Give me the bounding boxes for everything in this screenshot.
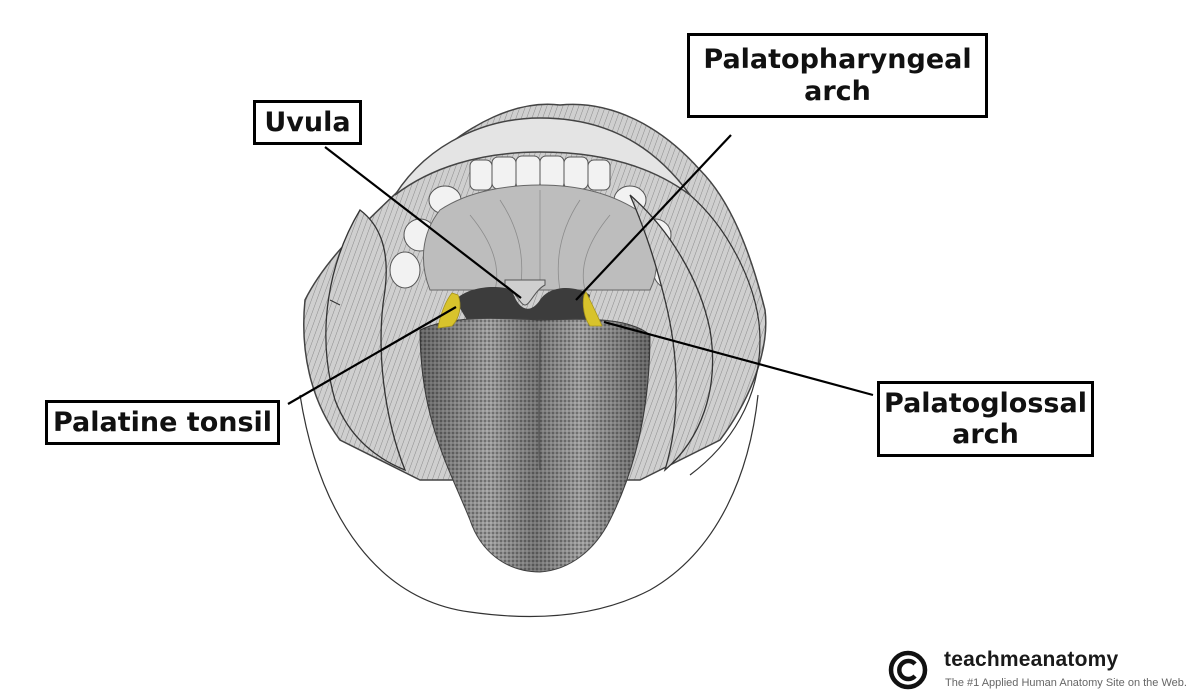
chin-outline [299, 394, 759, 618]
label-palatine-tonsil: Palatine tonsil [45, 400, 280, 445]
leader-lines [287, 134, 874, 405]
label-palatoglossal-arch: Palatoglossal arch [877, 381, 1094, 457]
watermark: teachmeanatomy The #1 Applied Human Anat… [888, 648, 1188, 692]
label-palatoglossal-line2: arch [952, 419, 1019, 450]
upper-lip [394, 117, 691, 196]
label-uvula-text: Uvula [264, 106, 351, 138]
right-cheek-flap [629, 194, 714, 472]
median-sulcus [538, 329, 541, 471]
label-palatopharyngeal-arch: Palatopharyngeal arch [687, 33, 988, 118]
label-palatine-tonsil-text: Palatine tonsil [52, 406, 273, 438]
left-cheek-flap [325, 209, 407, 472]
palatoglossal-leader [603, 320, 874, 397]
copyright-icon [888, 650, 928, 690]
label-uvula: Uvula [253, 100, 362, 145]
label-palatoglossal-line1: Palatoglossal [884, 387, 1087, 419]
uvula-leader [324, 146, 522, 299]
label-palatopharyngeal-line2: arch [804, 75, 871, 107]
right-cheek-outer [689, 194, 761, 476]
watermark-tagline: The #1 Applied Human Anatomy Site on the… [945, 677, 1187, 689]
palatine-tonsil-leader [287, 306, 457, 405]
right-palatine-tonsil [582, 291, 603, 327]
palatopharyngeal-leader [575, 134, 732, 301]
watermark-brand: teachmeanatomy [944, 648, 1119, 671]
label-palatopharyngeal-line1: Palatopharyngeal [703, 44, 972, 76]
